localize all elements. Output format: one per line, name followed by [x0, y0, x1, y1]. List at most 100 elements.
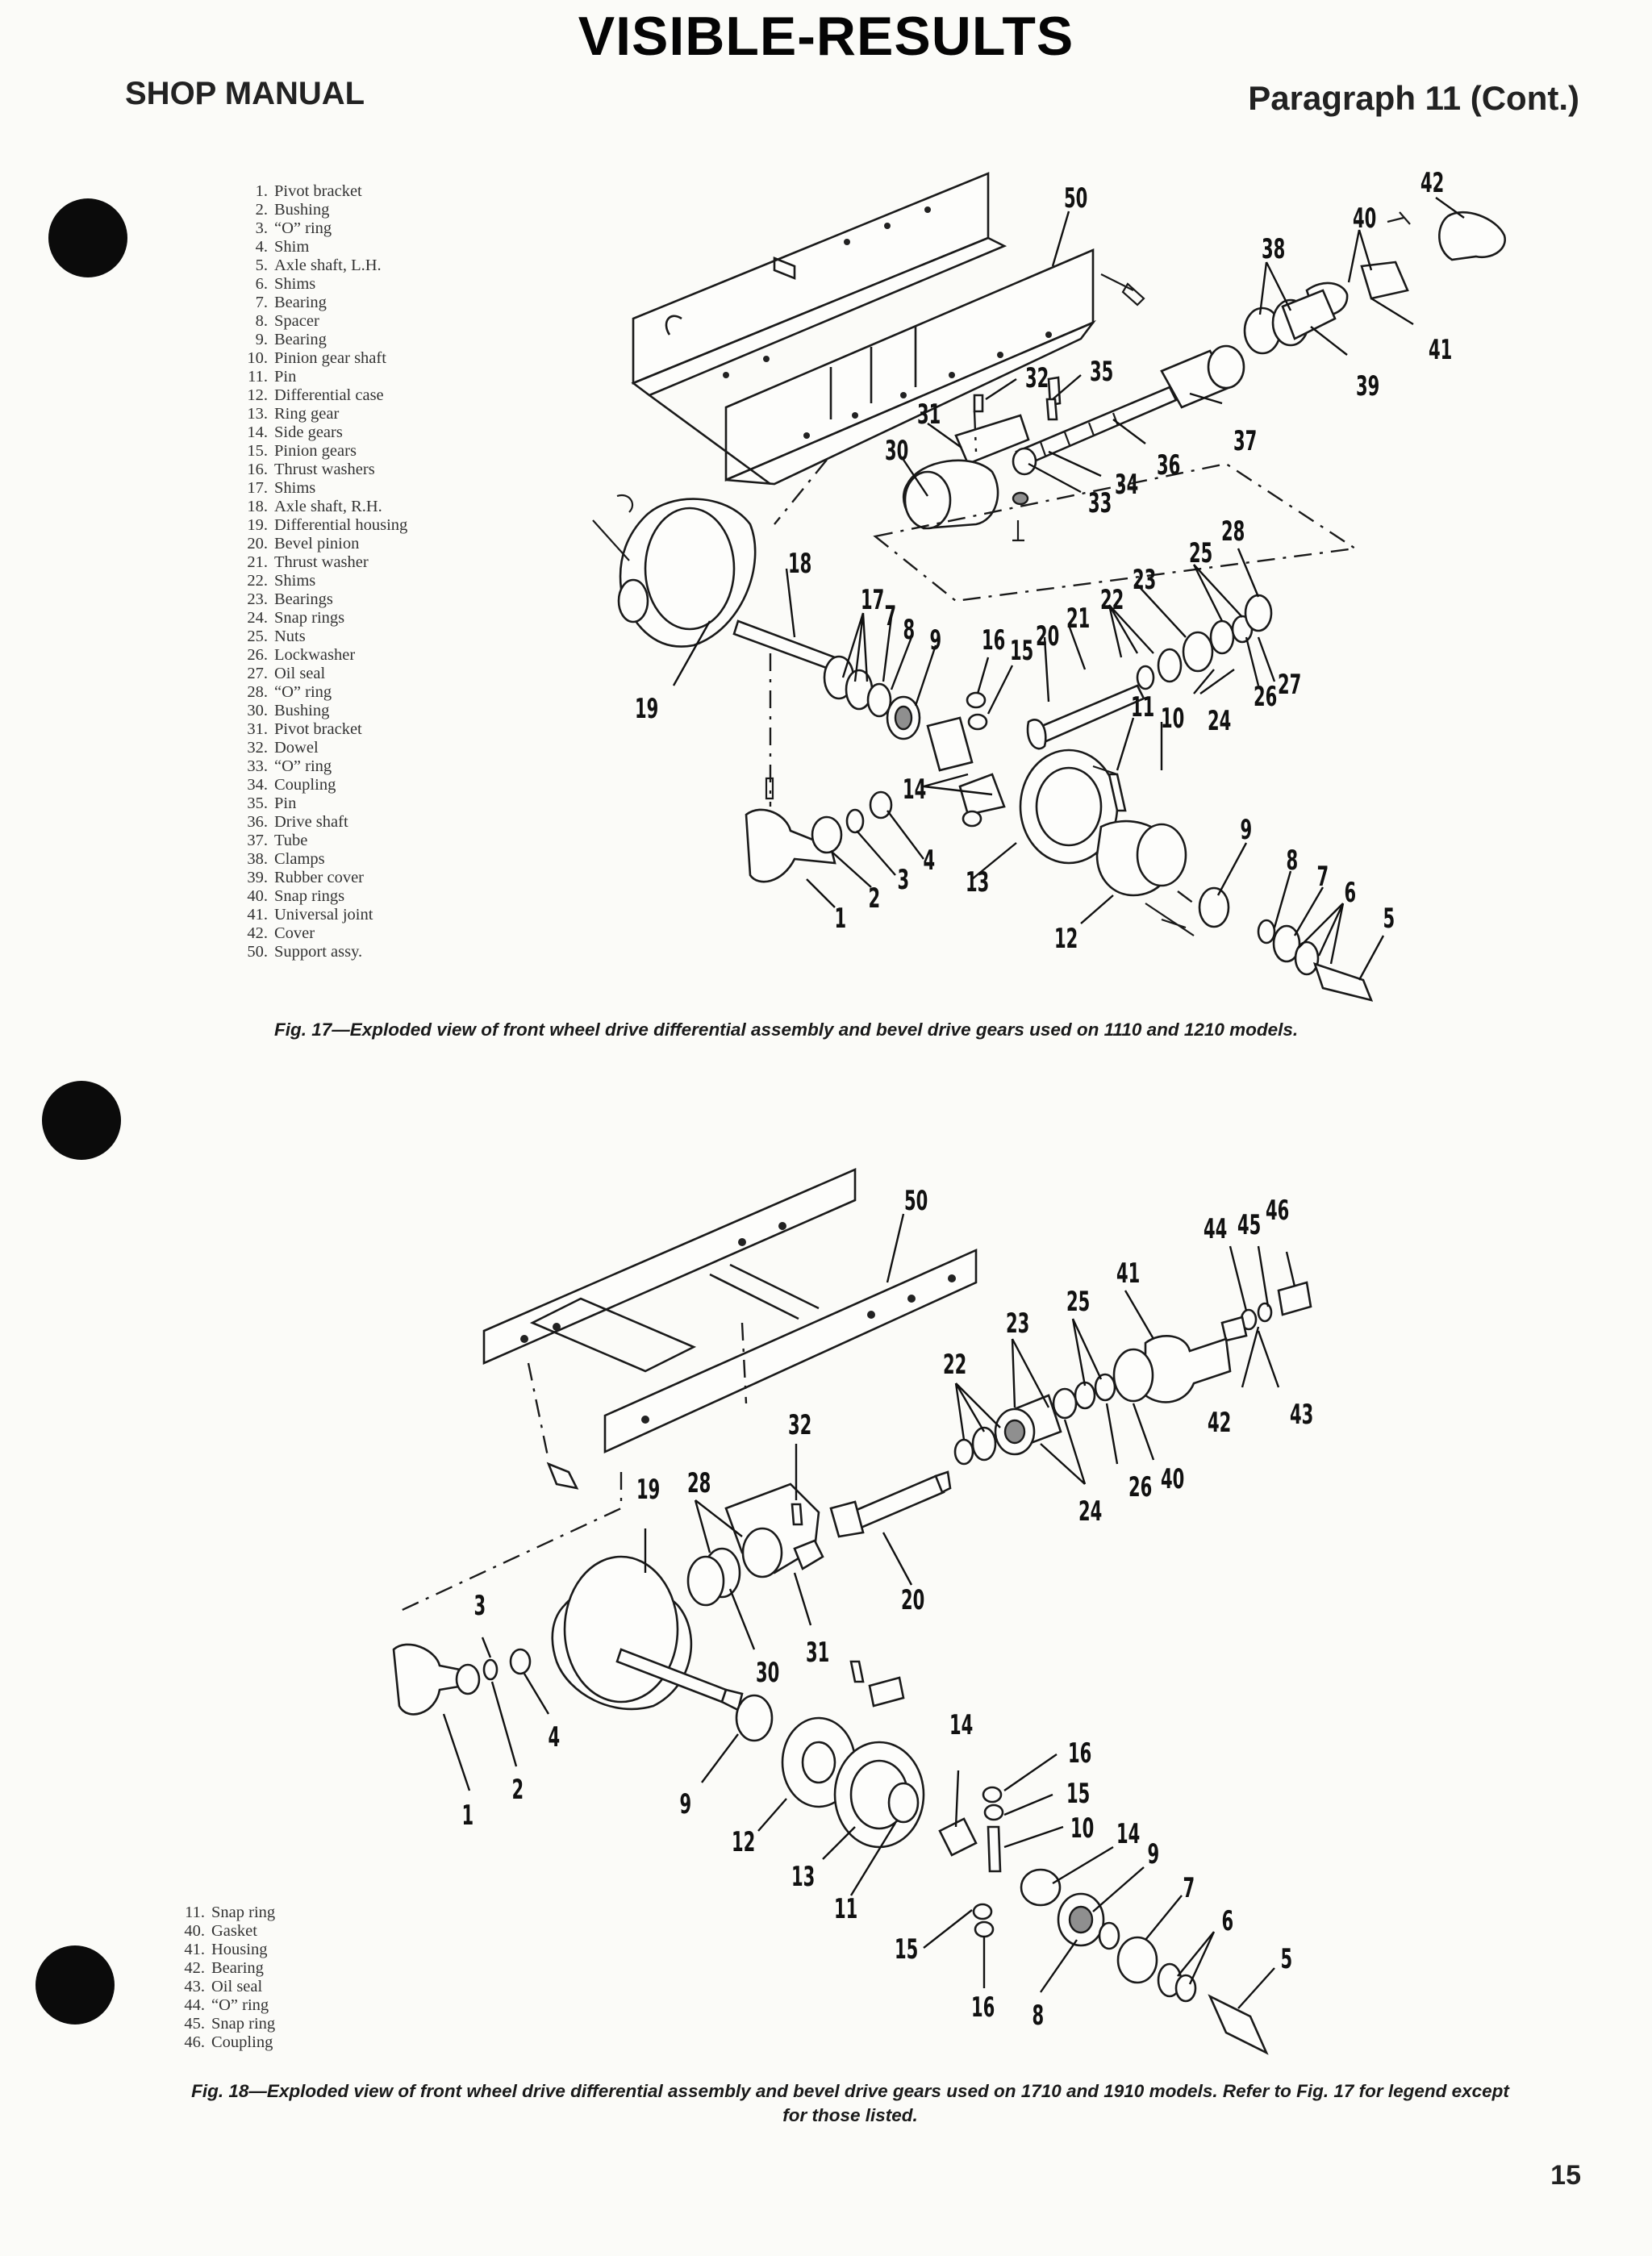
legend-item: 37.Tube: [239, 832, 407, 850]
fig17-caption: Fig. 17—Exploded view of front wheel dri…: [274, 1020, 1299, 1040]
legend-item-label: Bearing: [274, 331, 327, 348]
fig18-callout-label: 19: [636, 1474, 660, 1506]
legend-item: 35.Pin: [239, 794, 407, 813]
legend-item: 42.Bearing: [174, 1959, 275, 1978]
fig17-callout-label: 9: [929, 624, 941, 657]
legend-item: 9.Bearing: [239, 331, 407, 349]
legend-item: 10. Pinion gear shaft: [239, 349, 407, 368]
fig17-callout-label: 28: [1221, 515, 1245, 548]
fig17-callout-label: 2: [868, 882, 880, 915]
fig17-callout-label: 38: [1262, 233, 1285, 265]
legend-item-label: Bearing: [274, 294, 327, 311]
fig18-callout-label: 15: [895, 1933, 918, 1966]
fig17-callout-label: 5: [1383, 903, 1395, 935]
fig18-callout-label: 8: [1032, 2000, 1044, 2032]
legend-item-label: Bevel pinion: [274, 535, 360, 553]
fig18-callout-label: 25: [1066, 1286, 1090, 1318]
fig17-callout-label: 19: [635, 693, 658, 725]
punch-hole-middle: [42, 1081, 121, 1160]
legend-item: 21.Thrust washer: [239, 553, 407, 572]
legend-item-label: Nuts: [274, 628, 306, 645]
legend-item-label: Ring gear: [274, 405, 340, 423]
legend-item-number: 20.: [247, 535, 268, 553]
legend-item-label: Pin: [274, 794, 297, 812]
fig17-callout-label: 10: [1161, 703, 1184, 735]
legend-item-label: Snap ring: [211, 2015, 276, 2033]
legend-item-number: 27.: [247, 665, 268, 682]
legend-item-label: “O” ring: [274, 683, 332, 701]
legend-item-number: 32.: [247, 739, 268, 757]
legend-item: 34.Coupling: [239, 776, 407, 794]
legend-item-number: 2.: [255, 201, 268, 219]
legend-item-number: 42.: [184, 1959, 205, 1977]
legend-item: 19.Differential housing: [239, 516, 407, 535]
fig17-callout-label: 36: [1157, 449, 1180, 482]
legend-item-label: Lockwasher: [274, 646, 356, 664]
legend-item-label: Snap rings: [274, 609, 345, 627]
legend-item-label: Snap ring: [211, 1904, 276, 1921]
fig17-callout-label: 32: [1025, 362, 1049, 394]
legend-item-label: Shim: [274, 238, 310, 256]
legend-item: 1.Pivot bracket: [239, 182, 407, 201]
legend-item-number: 18.: [247, 498, 268, 515]
callout-leaders: [442, 197, 1465, 2009]
legend-item: 6.Shims: [239, 275, 407, 294]
legend-item-number: 37.: [247, 832, 268, 849]
legend-item-number: 23.: [247, 590, 268, 608]
legend-item: 12.Differential case: [239, 386, 407, 405]
legend-item-label: “O” ring: [274, 757, 332, 775]
fig17-callout-label: 25: [1189, 537, 1212, 569]
legend-item-number: 50.: [247, 943, 268, 961]
legend-item-number: 11.: [248, 368, 268, 386]
fig18-callout-label: 31: [806, 1637, 829, 1669]
fig18-callout-label: 7: [1183, 1872, 1195, 1904]
fig17-callout-label: 12: [1054, 923, 1078, 955]
fig17-callout-label: 34: [1115, 469, 1138, 501]
fig17-callout-label: 1: [834, 903, 846, 935]
punch-hole-bottom: [35, 1945, 115, 2025]
legend-item: 41.Housing: [174, 1941, 275, 1959]
legend-item-label: Oil seal: [274, 665, 326, 682]
fig17-callout-label: 11: [1131, 691, 1154, 724]
fig17-callout-label: 4: [923, 844, 935, 877]
legend-item: 22.Shims: [239, 572, 407, 590]
fig17-callout-label: 50: [1064, 182, 1087, 215]
legend-item-label: Thrust washers: [274, 461, 375, 478]
legend-item: 14.Side gears: [239, 423, 407, 442]
legend-item-number: 10.: [247, 349, 268, 367]
fig18-callout-label: 13: [791, 1861, 815, 1893]
legend-item-label: Spacer: [274, 312, 319, 330]
fig17-callout-label: 24: [1208, 705, 1231, 737]
fig17-callout-label: 21: [1066, 603, 1090, 635]
legend-item-label: Coupling: [274, 776, 336, 794]
legend-item-number: 41.: [184, 1941, 205, 1958]
legend-item: 41.Universal joint: [239, 906, 407, 924]
fig17-callout-label: 26: [1254, 681, 1277, 713]
fig18-callout-label: 23: [1006, 1307, 1029, 1340]
legend-item-label: “O” ring: [211, 1996, 269, 2014]
legend-item: 26.Lockwasher: [239, 646, 407, 665]
legend-item-label: Pinion gears: [274, 442, 357, 460]
legend-item-number: 44.: [184, 1996, 205, 2014]
legend-item: 24.Snap rings: [239, 609, 407, 628]
legend-item-label: Bearings: [274, 590, 333, 608]
fig17-callout-label: 13: [966, 866, 989, 899]
legend-item: 13.Ring gear: [239, 405, 407, 423]
legend-item-number: 6.: [255, 275, 268, 293]
legend-item-number: 22.: [247, 572, 268, 590]
legend-item-number: 21.: [247, 553, 268, 571]
fig17-callout-label: 17: [861, 584, 884, 616]
fig18-callout-label: 41: [1116, 1257, 1140, 1290]
fig17-callout-label: 33: [1088, 487, 1112, 519]
legend-item: 20. Bevel pinion: [239, 535, 407, 553]
legend-item: 32.Dowel: [239, 739, 407, 757]
fig18-callout-label: 14: [1116, 1818, 1140, 1850]
fig18-callout-label: 45: [1237, 1209, 1261, 1241]
legend-item: 23. Bearings: [239, 590, 407, 609]
legend-item: 16.Thrust washers: [239, 461, 407, 479]
legend-item-label: Gasket: [211, 1922, 257, 1940]
legend-item-label: Pinion gear shaft: [274, 349, 386, 367]
